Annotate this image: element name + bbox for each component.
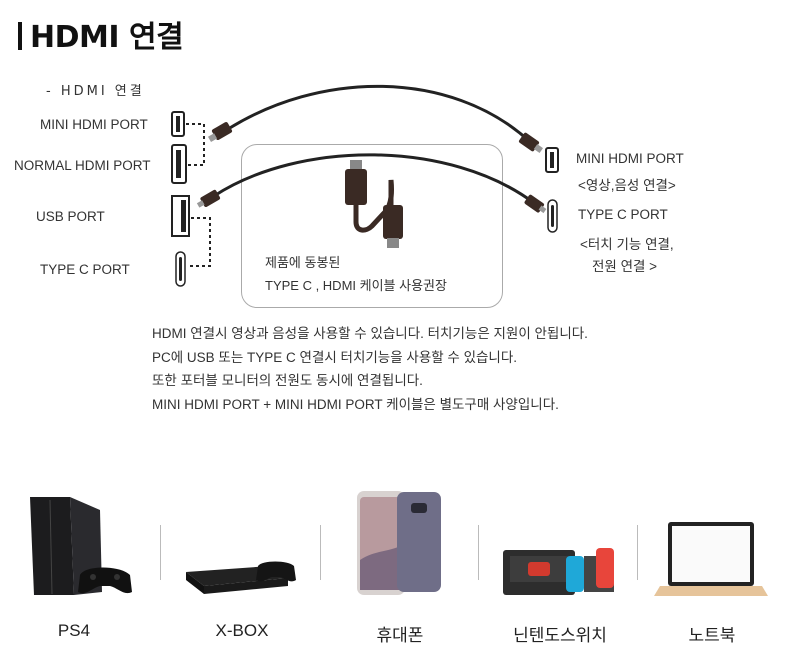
right-type-c-port-icon xyxy=(547,199,558,233)
title-bar-icon xyxy=(18,22,22,50)
right-port-label-type-c: TYPE C PORT xyxy=(578,207,668,222)
device-label-ps4: PS4 xyxy=(57,621,91,640)
recommended-cable-box xyxy=(241,144,503,308)
note-line: HDMI 연결시 영상과 음성을 사용할 수 있습니다. 터치기능은 지원이 안… xyxy=(152,326,588,341)
type-c-port-icon xyxy=(175,251,186,287)
nintendo-switch-icon xyxy=(503,548,614,595)
device-divider xyxy=(320,525,321,580)
page-title-text: HDMI 연결 xyxy=(30,20,184,55)
device-label-switch: 닌텐도스위치 xyxy=(513,626,607,645)
laptop-icon xyxy=(654,522,768,596)
smartphone-icon xyxy=(357,491,441,595)
normal-hdmi-port-icon xyxy=(171,144,187,184)
box-text-line2: TYPE C , HDMI 케이블 사용권장 xyxy=(265,278,447,293)
right-port-label-mini-hdmi: MINI HDMI PORT xyxy=(576,151,684,166)
usb-port-icon xyxy=(171,195,190,237)
note-line: 또한 포터블 모니터의 전원도 동시에 연결됩니다. xyxy=(152,373,423,388)
left-port-label-normal-hdmi: NORMAL HDMI PORT xyxy=(14,158,151,173)
device-divider xyxy=(637,525,638,580)
section-subtitle: - HDMI 연결 xyxy=(46,84,145,99)
left-port-label-mini-hdmi: MINI HDMI PORT xyxy=(40,117,148,132)
left-port-label-usb: USB PORT xyxy=(36,209,105,224)
ps4-console-icon xyxy=(30,497,132,595)
right-port-note-mini-hdmi: <영상,음성 연결> xyxy=(578,178,676,193)
right-port-note-type-c-1: <터치 기능 연결, xyxy=(580,237,674,252)
note-line: MINI HDMI PORT + MINI HDMI PORT 케이블은 별도구… xyxy=(152,396,559,412)
right-port-note-type-c-2: 전원 연결 > xyxy=(592,259,658,274)
hdmi-cable-product-icon xyxy=(345,160,403,248)
note-line: PC에 USB 또는 TYPE C 연결시 터치기능을 사용할 수 있습니다. xyxy=(152,349,518,365)
mini-hdmi-plug-right-icon xyxy=(518,132,544,154)
device-divider xyxy=(160,525,161,580)
left-port-label-type-c: TYPE C PORT xyxy=(40,262,130,277)
box-text-line1: 제품에 동봉된 xyxy=(265,255,341,270)
mini-hdmi-port-icon xyxy=(171,111,185,137)
type-c-plug-right-icon xyxy=(524,194,547,214)
right-mini-hdmi-port-icon xyxy=(545,147,559,173)
xbox-console-icon xyxy=(186,561,296,594)
device-divider xyxy=(478,525,479,580)
mini-hdmi-plug-left-icon xyxy=(208,122,233,142)
page-title: HDMI 연결 xyxy=(18,12,184,56)
type-c-plug-left-icon xyxy=(196,189,221,208)
device-label-xbox: X-BOX xyxy=(215,621,269,640)
device-label-laptop: 노트북 xyxy=(688,626,736,645)
device-label-phone: 휴대폰 xyxy=(376,626,424,645)
notes-block: HDMI 연결시 영상과 음성을 사용할 수 있습니다. 터치기능은 지원이 안… xyxy=(152,322,588,416)
